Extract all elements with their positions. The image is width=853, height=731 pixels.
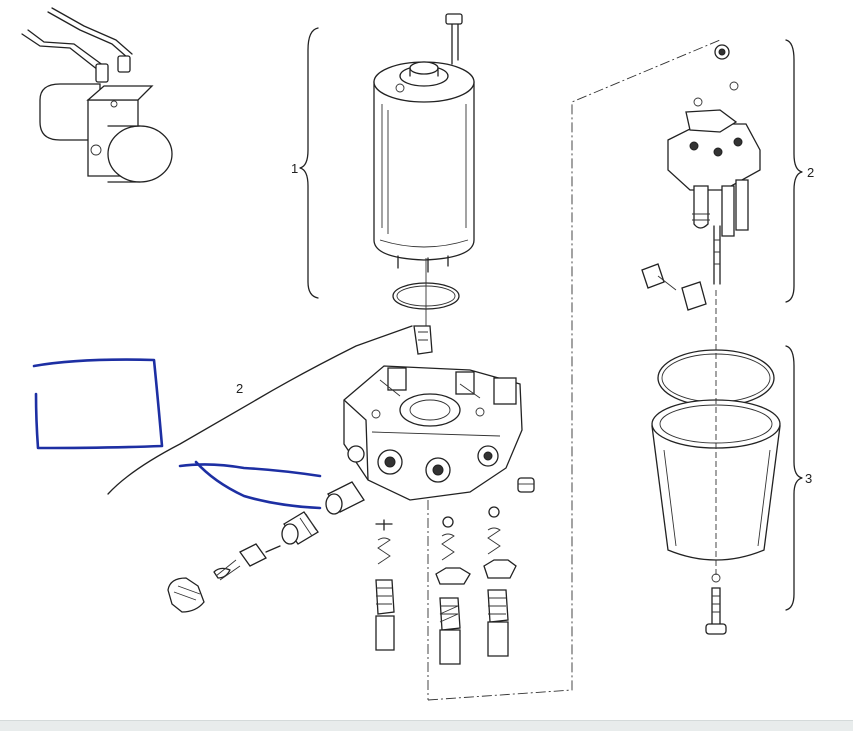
check-valve-right [483,506,517,657]
callout-motor: 1 [291,27,319,299]
callout-label-3: 3 [805,471,812,486]
reservoir [651,290,781,578]
check-valve-middle [435,516,471,665]
reservoir-bolt [705,573,727,635]
assembly-connector-line [427,39,721,701]
pump-base-manifold [343,365,523,501]
callout-label-2-right: 2 [807,165,814,180]
callout-reservoir: 3 [785,345,812,611]
window-bottom-bar [0,720,853,731]
check-valve-left [375,519,395,651]
callout-label-1: 1 [291,161,298,176]
ink-annotation-arrow [178,460,322,510]
pump-motor [373,13,475,273]
shaft-coupling [413,325,433,355]
callout-pump-base: 2 [107,325,413,495]
inset-assembly-thumbnail [21,7,173,183]
callout-label-2-left: 2 [236,381,243,396]
valve-block [641,44,761,311]
relief-valve-stack [167,481,365,613]
base-plug [517,477,535,493]
callout-valve-block: 2 [785,39,814,303]
ink-annotation-box [32,358,164,450]
